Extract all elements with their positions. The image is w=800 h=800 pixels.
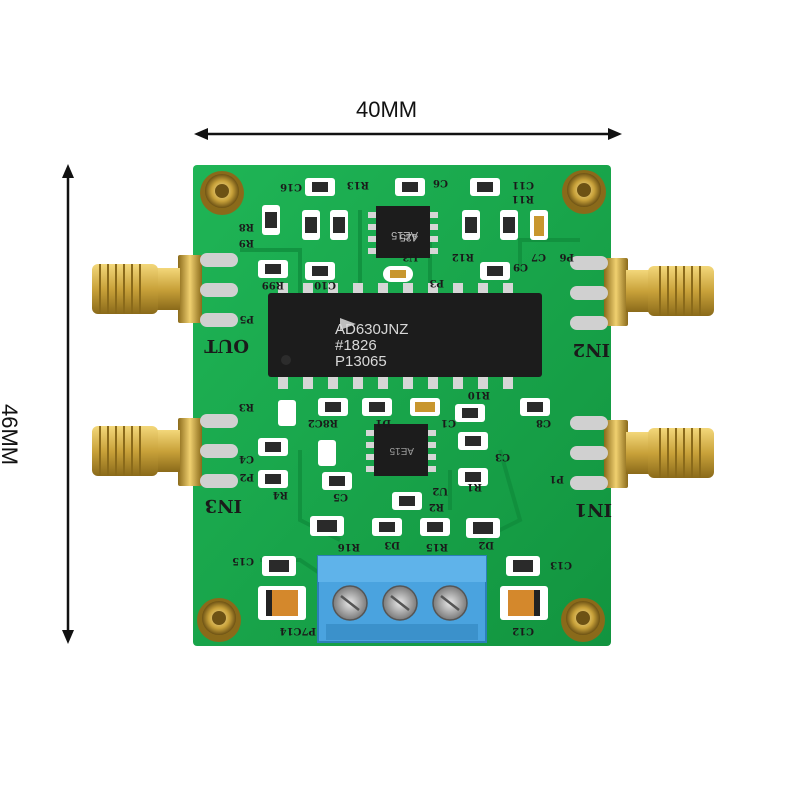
silk-u2: U2: [432, 485, 448, 496]
silk-p5: P5: [239, 313, 254, 324]
width-dimension-arrow: [194, 128, 622, 140]
silk-r10: R10: [468, 389, 490, 400]
label-out: OUT: [204, 335, 249, 356]
silk-r11: R11: [512, 193, 534, 204]
width-dimension-label: 40MM: [356, 97, 418, 122]
silk-r15: R15: [426, 541, 448, 552]
silk-r9: R9: [239, 237, 254, 248]
soic-chip-middle: [366, 424, 436, 476]
sma-connector-out: [92, 253, 238, 327]
silk-c16: C16: [280, 181, 302, 192]
silk-r4: R4: [273, 489, 288, 500]
silk-r8c2: R8C2: [308, 417, 338, 428]
label-in2: IN2: [573, 339, 610, 360]
height-dimension-arrow: [62, 164, 74, 644]
silk-u3: U3: [402, 251, 418, 262]
silk-r16: R16: [338, 541, 360, 552]
silk-r2: R2: [429, 501, 444, 512]
mounting-screw-bottom-right: [561, 598, 605, 642]
sma-connector-in2: [570, 256, 714, 330]
silk-p3: P3: [429, 277, 444, 288]
silk-p1: P1: [550, 473, 564, 484]
mounting-screw-bottom-left: [197, 598, 241, 642]
silk-c5: C5: [333, 491, 348, 502]
silk-c3: C3: [495, 451, 510, 462]
silk-c1: C1: [441, 417, 456, 428]
silk-p7c14: P7C14: [280, 625, 316, 636]
label-in3: IN3: [205, 495, 242, 516]
silk-r1: R1: [467, 481, 482, 492]
mounting-screw-top-right: [562, 170, 606, 214]
silk-r13: R13: [347, 179, 369, 190]
silk-d3: D3: [384, 539, 400, 550]
silk-c7: C7: [531, 251, 546, 262]
sma-connector-in3: [92, 414, 238, 488]
silk-c9: C9: [513, 261, 528, 272]
soic-chip-top: [368, 206, 438, 258]
silkscreen-labels: C16 R13 C6 C11 R11 R8 R9 R12 U3 C9 C7 P6…: [232, 177, 574, 636]
soic-middle-text: AE15: [389, 445, 414, 456]
silk-p6: P6: [559, 251, 574, 262]
main-chip-text-line1: AD630JNZ: [335, 321, 408, 338]
silk-p2: P2: [239, 471, 254, 482]
silk-d1: D1: [375, 417, 391, 428]
label-in1: IN1: [575, 499, 612, 520]
silk-c15: C15: [232, 555, 254, 566]
silk-c10: C10: [314, 279, 336, 290]
silk-r99: R99: [262, 279, 284, 290]
main-chip-text-line3: P13065: [335, 353, 387, 370]
soic-top-text-a: 425: [400, 231, 418, 243]
silk-d2: D2: [478, 539, 494, 550]
tantalum-capacitors: [258, 586, 548, 620]
mounting-screw-top-left: [200, 171, 244, 215]
main-chip-text-line2: #1826: [335, 337, 377, 354]
silk-c12: C12: [512, 625, 534, 636]
soic-top-text-b: AE15: [391, 229, 418, 241]
terminal-block[interactable]: [317, 555, 487, 643]
sma-connector-in1: [570, 416, 714, 490]
smd-components: [258, 178, 550, 576]
silk-r3: R3: [239, 401, 254, 412]
main-dip-chip: [268, 283, 542, 389]
silk-c11: C11: [512, 179, 534, 190]
silk-c13: C13: [550, 559, 572, 570]
silk-r12: R12: [452, 251, 474, 262]
silk-c8: C8: [536, 417, 551, 428]
silk-r8: R8: [239, 221, 254, 232]
silk-c6: C6: [433, 177, 448, 188]
silk-c4: C4: [239, 453, 254, 464]
